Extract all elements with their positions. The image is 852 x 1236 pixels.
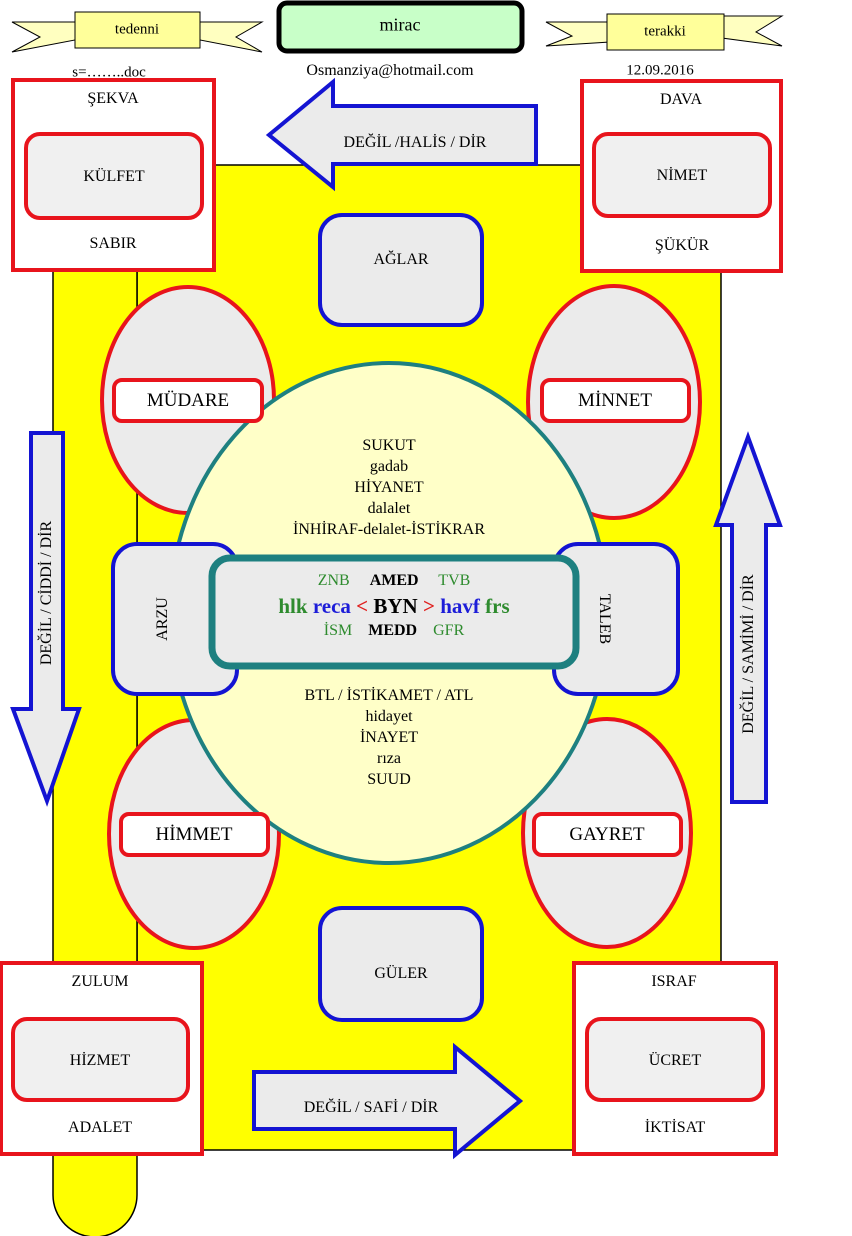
corner-bottom-left-top: ZULUM: [71, 973, 129, 990]
corner-inner-top-right: [592, 132, 772, 218]
core-lt: <: [356, 594, 369, 618]
box-bottom-shape: [318, 906, 484, 1022]
oval-label-box-bottom-right: [532, 812, 683, 857]
center-upper-line: dalalet: [367, 500, 411, 517]
box-bottom-label: GÜLER: [374, 965, 428, 982]
center-upper-line: gadab: [369, 458, 409, 475]
center-lower-line: SUUD: [367, 771, 411, 788]
core-znb: ZNB: [317, 572, 350, 589]
date-text: 12.09.2016: [626, 62, 694, 79]
oval-label-box-bottom-left: [119, 812, 270, 857]
title-box-shape: [276, 0, 525, 54]
core-byn: BYN: [373, 594, 418, 618]
center-upper-line: HİYANET: [354, 479, 424, 496]
core-havf: havf: [440, 594, 480, 618]
core-row-1: ZNB AMED TVB: [318, 572, 471, 590]
oval-bottom-left-label: HİMMET: [155, 824, 233, 845]
center-lower-line: İNAYET: [359, 729, 419, 746]
oval-top-right-label: MİNNET: [578, 390, 652, 411]
filename-note: s=……..doc: [72, 64, 146, 81]
box-top-shape: [318, 213, 484, 327]
oval-top-left-label: MÜDARE: [146, 390, 230, 411]
core-medd: MEDD: [368, 622, 418, 639]
arrow-right-label: DEĞİL / SAMİMİ / DİR: [740, 574, 757, 734]
arrow-top-label: DEĞİL /HALİS / DİR: [343, 134, 487, 151]
email-text: Osmanziya@hotmail.com: [306, 62, 474, 79]
oval-bottom-right-label: GAYRET: [569, 824, 645, 845]
corner-bottom-right-bottom: İKTİSAT: [644, 1119, 706, 1136]
corner-top-left-inner: KÜLFET: [83, 168, 145, 185]
box-right-label: TALEB: [596, 593, 613, 645]
core-box-shape: [208, 554, 580, 670]
core-ism: İSM: [323, 622, 353, 639]
center-lower-text: BTL / İSTİKAMET / ATL hidayet İNAYET rız…: [209, 685, 569, 790]
arrow-bottom-label: DEĞİL / SAFİ / DİR: [303, 1099, 439, 1116]
core-tvb: TVB: [438, 572, 471, 589]
corner-inner-bottom-right: [585, 1017, 765, 1102]
banner-left-shape: [11, 11, 264, 53]
oval-label-box-top-left: [112, 378, 264, 423]
core-hlk: hlk: [278, 594, 308, 618]
core-reca: reca: [312, 594, 351, 618]
center-upper-text: SUKUT gadab HİYANET dalalet İNHİRAF-dela…: [209, 435, 569, 540]
corner-bottom-left-bottom: ADALET: [68, 1119, 132, 1136]
center-lower-line: rıza: [377, 750, 401, 767]
corner-top-left-top: ŞEKVA: [87, 90, 139, 107]
arrow-top-shape: [265, 77, 538, 192]
core-amed: AMED: [369, 572, 419, 589]
corner-top-left-bottom: SABIR: [89, 235, 137, 252]
page-title: mirac: [379, 14, 421, 35]
core-frs: frs: [485, 594, 510, 618]
center-lower-line: BTL / İSTİKAMET / ATL: [304, 687, 474, 704]
banner-left-label: tedenni: [114, 21, 160, 38]
corner-bottom-right-inner: ÜCRET: [648, 1052, 702, 1069]
center-upper-line: İNHİRAF-delalet-İSTİKRAR: [293, 521, 485, 538]
banner-right-shape: [545, 13, 784, 51]
core-gfr: GFR: [433, 622, 465, 639]
corner-top-right-top: DAVA: [659, 91, 703, 108]
core-gt: >: [422, 594, 435, 618]
banner-right-label: terakki: [644, 23, 686, 40]
corner-inner-top-left: [24, 132, 204, 220]
arrow-bottom-shape: [252, 1042, 524, 1160]
box-top-label: AĞLAR: [373, 251, 429, 268]
corner-inner-bottom-left: [11, 1017, 190, 1102]
corner-top-right-inner: NİMET: [656, 167, 708, 184]
corner-top-right-bottom: ŞÜKÜR: [654, 237, 710, 254]
core-row-3: İSM MEDD GFR: [324, 622, 464, 640]
arrow-left-shape: [10, 431, 82, 807]
corner-bottom-left-inner: HİZMET: [69, 1052, 131, 1069]
arrow-left-label: DEĞİL / CİDDİ / DİR: [38, 520, 55, 666]
center-upper-line: SUKUT: [362, 437, 416, 454]
center-lower-line: hidayet: [365, 708, 413, 725]
box-left-label: ARZU: [154, 597, 171, 641]
core-row-2: hlk reca < BYN > havf frs: [278, 594, 509, 619]
arrow-right-shape: [713, 431, 783, 804]
corner-bottom-right-top: ISRAF: [651, 973, 697, 990]
oval-label-box-top-right: [540, 378, 691, 423]
